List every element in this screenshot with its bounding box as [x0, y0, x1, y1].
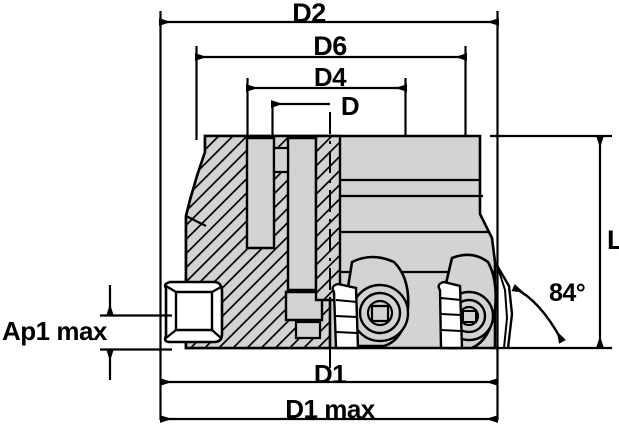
dimension-label-d2: D2	[292, 0, 326, 28]
dimension-label-ap1max: Ap1 max	[2, 316, 107, 346]
dimension-label-l: L	[607, 225, 619, 255]
dimension-label-d: D	[340, 91, 360, 121]
insert-middle	[331, 255, 410, 350]
insert-left-outline	[163, 280, 224, 344]
dimension-label-d1: D1	[313, 359, 347, 389]
dimension-label-d1max: D1 max	[285, 394, 375, 424]
dimension-label-d6: D6	[313, 31, 347, 61]
dimension-label-lead-angle: 84°	[549, 279, 586, 307]
extension-lines-length	[490, 134, 612, 350]
cutter-outer-flank	[493, 261, 514, 349]
cutter-hub-rib	[314, 134, 342, 302]
dimension-label-d4: D4	[313, 62, 347, 92]
insert-right	[437, 253, 497, 350]
lead-angle-arc	[511, 284, 566, 344]
